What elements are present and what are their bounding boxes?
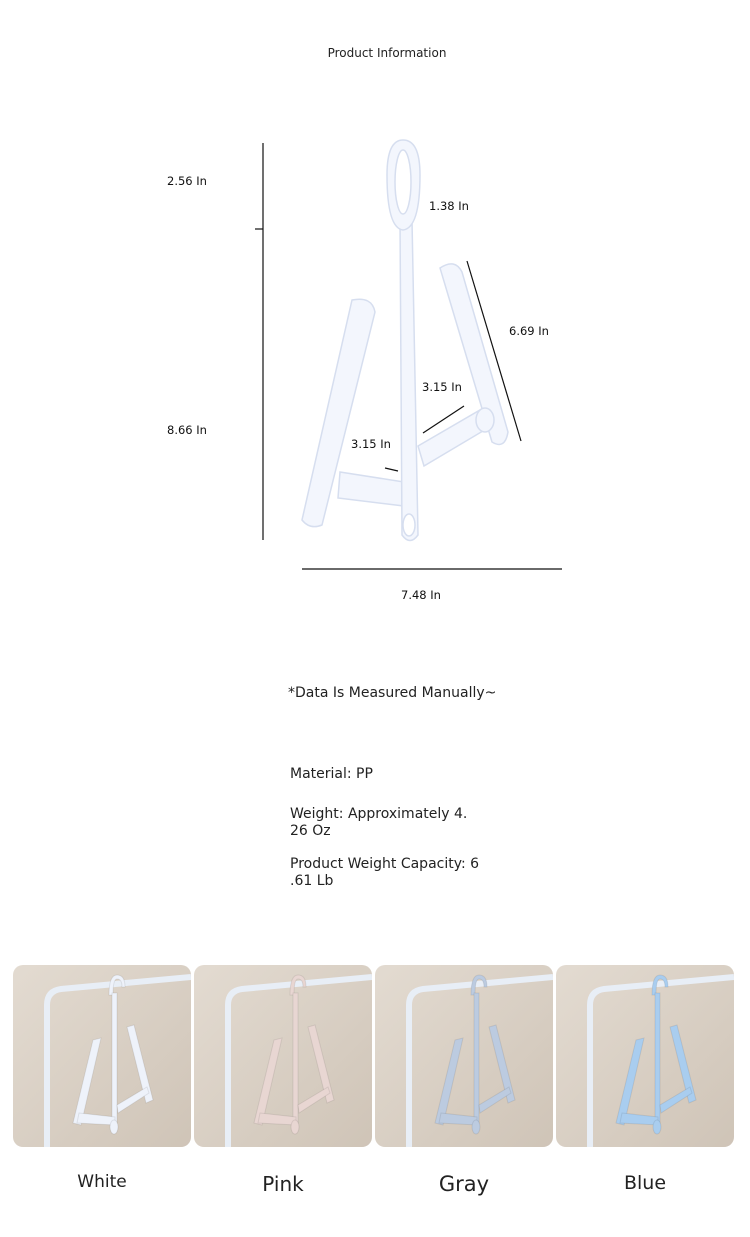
color-option-pink[interactable] xyxy=(194,965,372,1147)
page-title: Product Information xyxy=(327,46,447,60)
spec-weight-line1: Weight: Approximately 4. xyxy=(290,806,468,822)
dim-loop-height: 1.38 In xyxy=(429,199,469,213)
measurement-note: *Data Is Measured Manually~ xyxy=(288,685,497,701)
rack xyxy=(225,974,372,1147)
spec-capacity-line1: Product Weight Capacity: 6 xyxy=(290,856,480,872)
hanger xyxy=(253,974,335,1135)
color-label-white: White xyxy=(77,1172,127,1192)
dim-bar-right: 3.15 In xyxy=(422,380,462,394)
hanger-diagram xyxy=(255,139,562,570)
dimension-lines xyxy=(255,143,562,570)
dim-body-height: 8.66 In xyxy=(167,423,207,437)
dim-width: 7.48 In xyxy=(401,588,441,602)
hanger xyxy=(434,974,516,1135)
dim-top-height: 2.56 In xyxy=(167,174,207,188)
color-label-blue: Blue xyxy=(623,1172,667,1194)
spec-capacity-line2: .61 Lb xyxy=(290,873,334,889)
hanger xyxy=(72,974,154,1135)
hanger xyxy=(615,974,697,1135)
spec-weight-line2: 26 Oz xyxy=(290,823,331,839)
color-label-pink: Pink xyxy=(262,1172,304,1196)
hanger-image xyxy=(301,139,509,542)
rack xyxy=(587,974,734,1147)
product-photo xyxy=(194,965,372,1147)
spec-material: Material: PP xyxy=(290,766,373,782)
dim-bar-left: 3.15 In xyxy=(351,437,391,451)
product-photo xyxy=(375,965,553,1147)
color-option-blue[interactable] xyxy=(556,965,734,1147)
color-option-gray[interactable] xyxy=(375,965,553,1147)
rack xyxy=(406,974,553,1147)
spec-capacity: Product Weight Capacity: 6 .61 Lb xyxy=(290,856,490,890)
product-photo xyxy=(556,965,734,1147)
product-photo xyxy=(13,965,191,1147)
rack xyxy=(44,974,191,1147)
dim-fin-length: 6.69 In xyxy=(509,324,549,338)
color-option-white[interactable] xyxy=(13,965,191,1147)
color-label-gray: Gray xyxy=(438,1172,490,1196)
spec-weight: Weight: Approximately 4. 26 Oz xyxy=(290,806,490,840)
